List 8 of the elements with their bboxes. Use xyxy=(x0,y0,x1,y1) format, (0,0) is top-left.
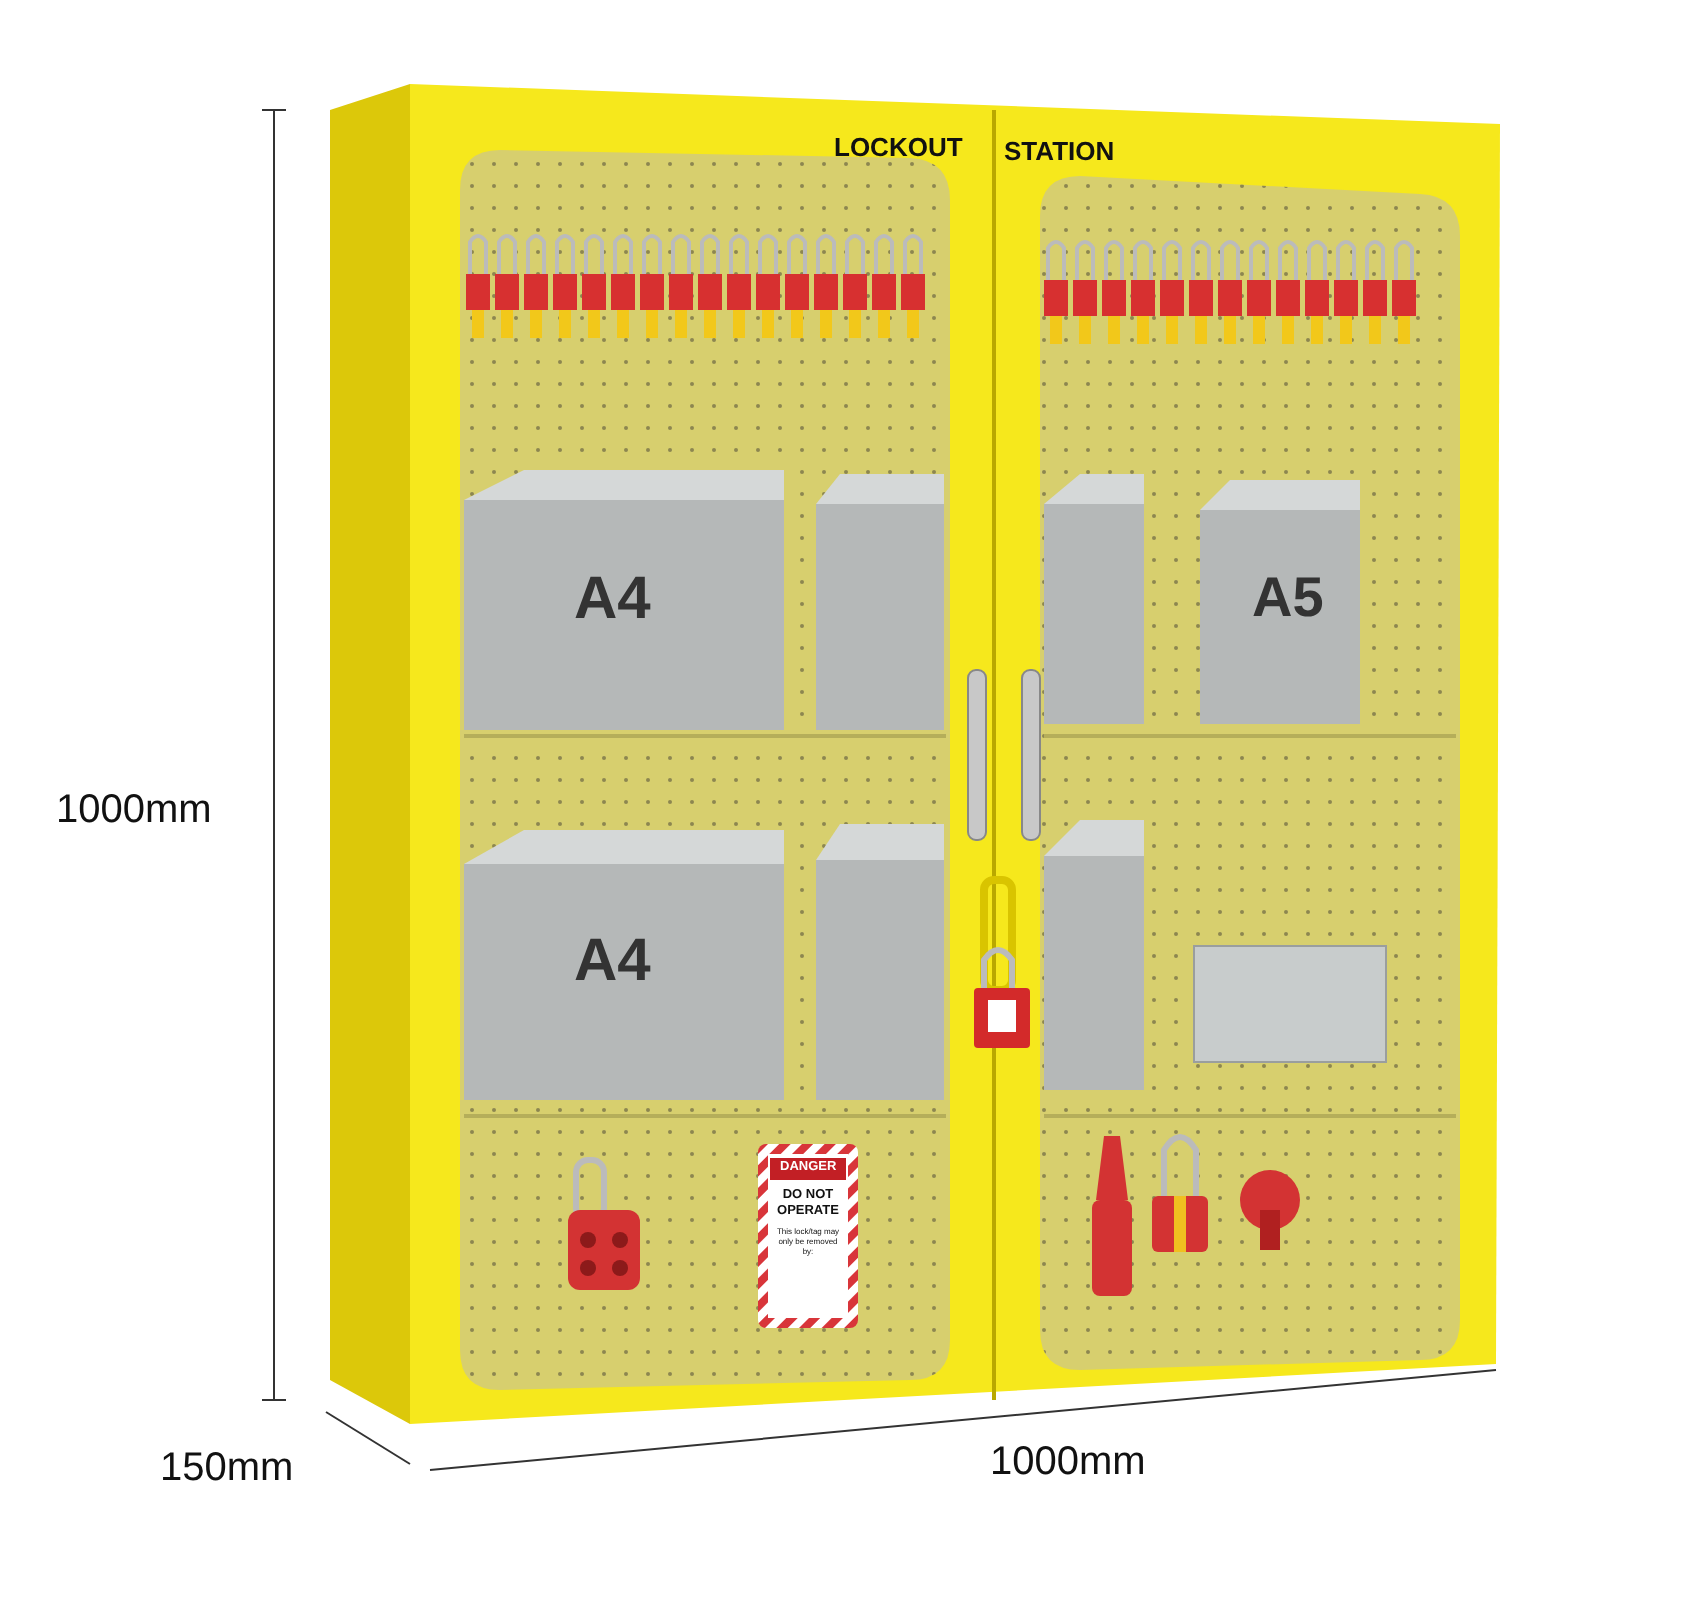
paper-size-label: A5 xyxy=(1252,566,1324,630)
dimension-label: 1000mm xyxy=(990,1440,1146,1486)
paper-size-label: A4 xyxy=(574,928,651,996)
paper-size-label: A4 xyxy=(574,566,651,634)
sign-text: STATION xyxy=(1004,136,1115,166)
sign-text: LOCKOUT xyxy=(834,132,963,162)
dimension-label: 1000mm xyxy=(56,788,212,834)
dimension-label: 150mm xyxy=(160,1446,294,1492)
